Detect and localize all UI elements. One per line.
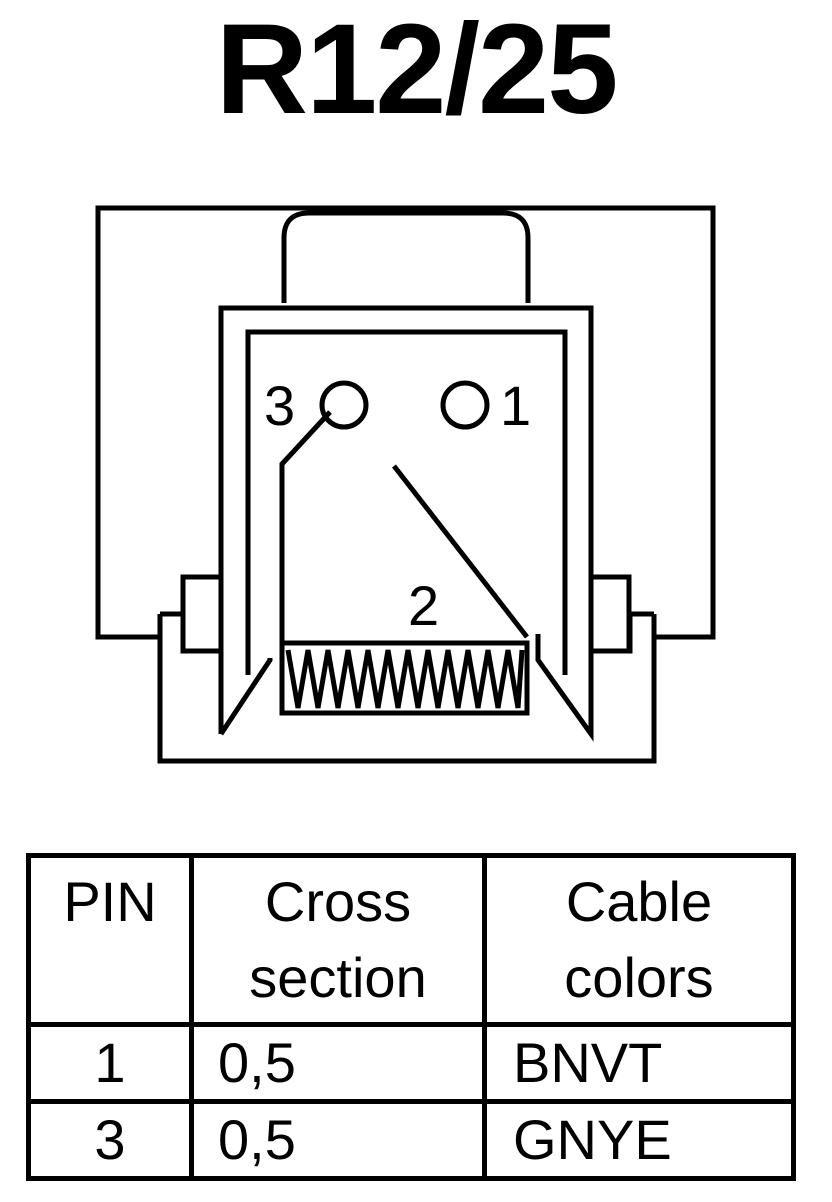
outer-housing xyxy=(95,205,716,640)
inner-frame xyxy=(245,329,568,675)
left-latch xyxy=(180,574,224,654)
table-row: 3 0,5 GNYE xyxy=(26,1099,796,1181)
cell-cross-section: 0,5 xyxy=(189,1022,487,1104)
table-row: 1 0,5 BNVT xyxy=(26,1022,796,1104)
diagram-title: R12/25 xyxy=(215,0,619,141)
top-tab xyxy=(281,210,531,303)
pin1-label: 1 xyxy=(500,374,531,437)
connector-drawing: 3 1 2 xyxy=(95,205,716,764)
pin-table: PIN Cross section Cable colors 1 0,5 BNV… xyxy=(26,853,796,1181)
cell-cable-colors: GNYE xyxy=(482,1099,796,1181)
cell-cross-section: 0,5 xyxy=(189,1099,487,1181)
header-pin: PIN xyxy=(26,853,194,1027)
wire-pin3 xyxy=(279,410,332,643)
table-header-row: PIN Cross section Cable colors xyxy=(26,853,796,1027)
bottom-base xyxy=(157,614,657,764)
header-pin-label: PIN xyxy=(63,870,157,933)
pin3-contact xyxy=(319,380,369,430)
pin3-label: 3 xyxy=(264,374,295,437)
header-cross-section: Cross section xyxy=(189,853,487,1027)
header-cable-colors: Cable colors xyxy=(482,853,796,1027)
cell-pin: 1 xyxy=(26,1022,194,1104)
pin2-label: 2 xyxy=(408,574,439,637)
terminal-block xyxy=(279,640,530,716)
header-cross-line1: Cross xyxy=(264,870,412,933)
header-colors-line1: Cable xyxy=(565,870,713,933)
cell-pin: 3 xyxy=(26,1099,194,1181)
outer-frame xyxy=(218,305,594,742)
terminal-spring xyxy=(285,649,525,709)
wire-pin2 xyxy=(392,464,529,639)
right-latch xyxy=(588,574,632,654)
cell-cable-colors: BNVT xyxy=(482,1022,796,1104)
header-cross-line2: section xyxy=(249,946,427,1009)
header-colors-line2: colors xyxy=(564,946,714,1009)
pin1-contact xyxy=(440,380,490,430)
